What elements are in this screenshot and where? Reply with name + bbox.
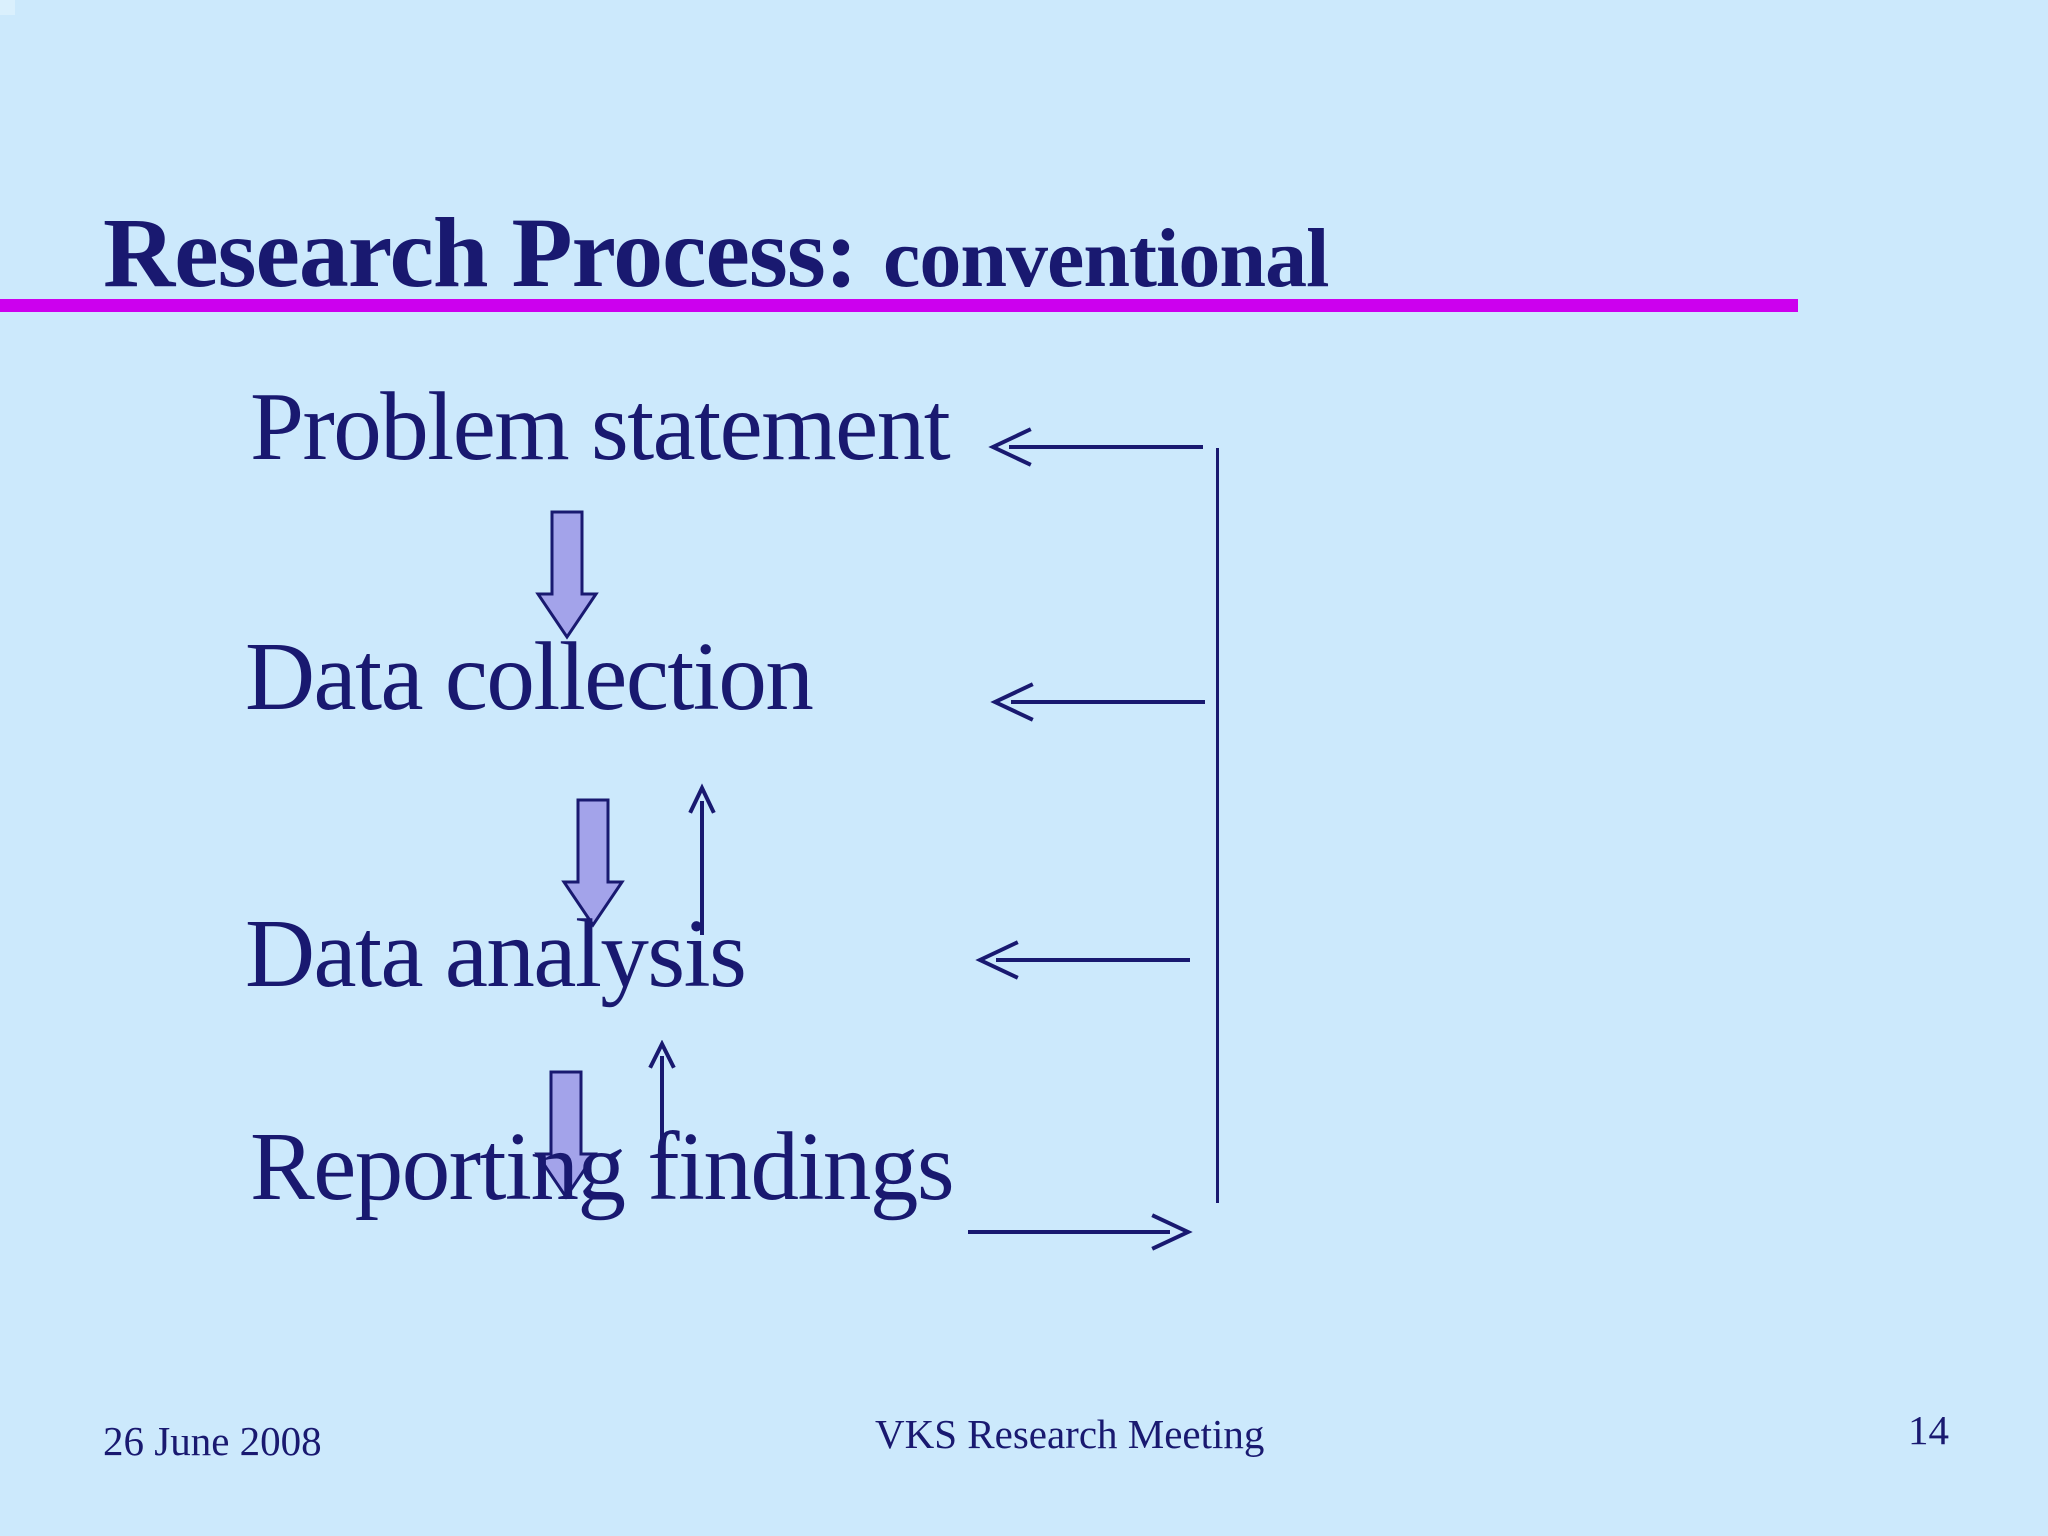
left-arrow-icon (975, 940, 1190, 980)
thin-up-arrow-icon (648, 1040, 676, 1156)
right-arrow-icon (968, 1213, 1193, 1251)
feedback-return-line (1216, 448, 1219, 1203)
footer-event-name: VKS Research Meeting (875, 1411, 1265, 1457)
thin-up-arrow-icon (688, 783, 716, 935)
step-data-analysis: Data analysis (245, 900, 747, 1007)
block-down-arrow-icon (561, 798, 625, 928)
left-arrow-icon (990, 682, 1205, 722)
page-title-sub: conventional (883, 212, 1329, 306)
step-problem-statement: Problem statement (250, 373, 951, 480)
footer-page-number: 14 (1908, 1407, 1949, 1453)
step-reporting-findings: Reporting findings (250, 1113, 955, 1220)
footer-date: 26 June 2008 (103, 1418, 322, 1464)
block-down-arrow-icon (534, 1070, 598, 1200)
step-data-collection: Data collection (245, 623, 814, 730)
page-title: Research Process:conventional (103, 203, 1329, 306)
page-title-main: Research Process: (103, 197, 858, 309)
block-down-arrow-icon (535, 510, 599, 640)
title-underline-rule (0, 299, 1798, 312)
left-arrow-icon (988, 427, 1203, 467)
corner-highlight (0, 0, 15, 15)
